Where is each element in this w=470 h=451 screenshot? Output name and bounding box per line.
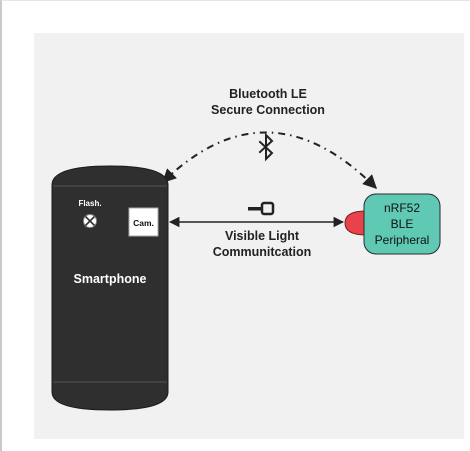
flash-led-icon	[83, 214, 97, 228]
camera-box	[128, 207, 159, 237]
camera-label: Cam.	[133, 218, 154, 228]
smartphone	[51, 165, 169, 411]
smartphone-label: Smartphone	[74, 272, 147, 286]
peripheral-label-line2: BLE	[391, 217, 414, 231]
peripheral-label-line3: Peripheral	[375, 233, 430, 247]
light-sensor-icon	[344, 210, 367, 236]
ble-label-line2: Secure Connection	[211, 103, 325, 117]
key-icon	[248, 201, 275, 216]
ble-connection-arc	[161, 131, 377, 189]
bluetooth-icon	[258, 132, 274, 162]
peripheral-label-line1: nRF52	[384, 201, 420, 215]
ble-label-line1: Bluetooth LE	[229, 87, 307, 101]
vlc-label-line1: Visible Light	[225, 229, 300, 243]
vlc-label-line2: Communitcation	[213, 245, 312, 259]
smartphone-body	[51, 165, 169, 411]
flash-label: Flash.	[78, 199, 101, 208]
peripheral-box	[363, 193, 441, 255]
